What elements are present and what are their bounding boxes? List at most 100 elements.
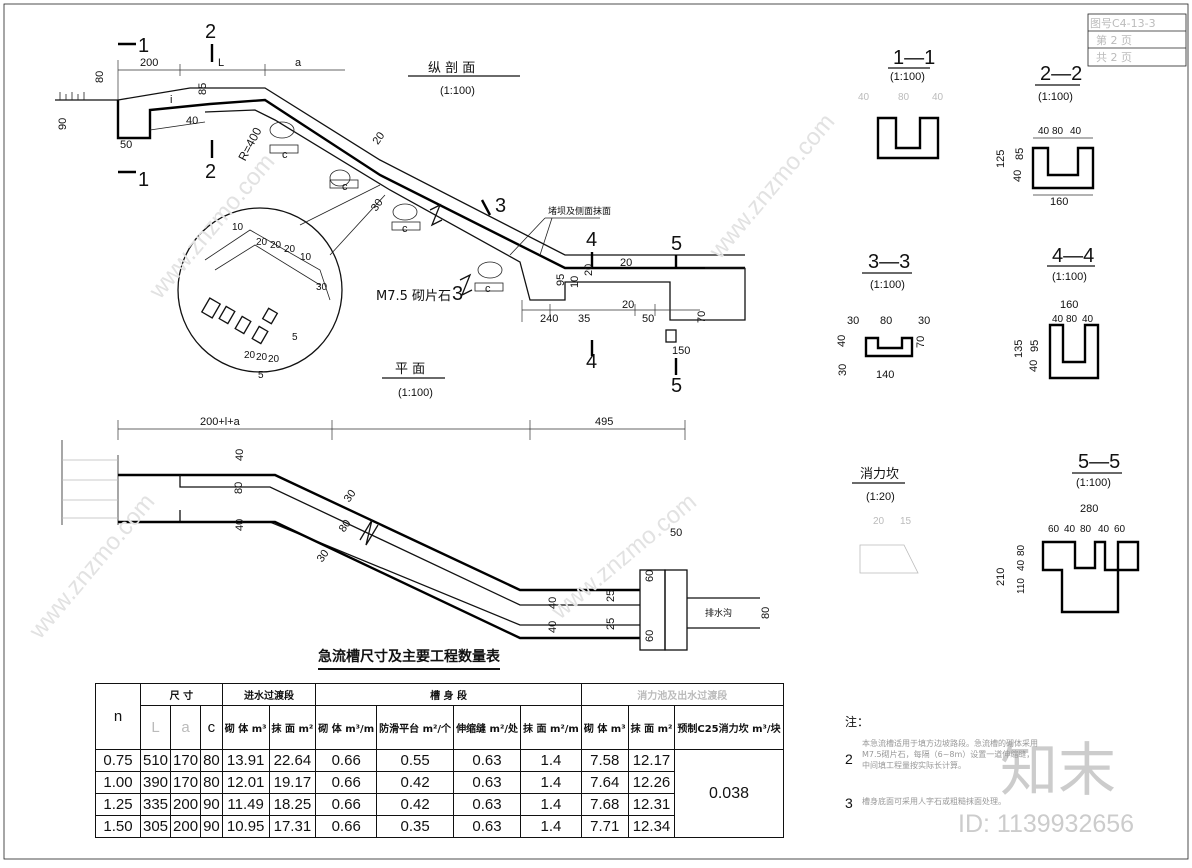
section-mark-5: 5 [671,233,682,255]
svg-text:20: 20 [244,350,256,361]
sheet-number: 第 2 页 [1096,33,1132,47]
svg-text:4: 4 [586,351,597,373]
energy-dissipator-detail: 消力坎 (1:20) 20 15 [852,467,919,574]
svg-text:30: 30 [369,197,386,214]
svg-text:30: 30 [316,282,328,293]
svg-text:c: c [282,149,288,161]
sheet-border [3,3,1189,860]
svg-text:70: 70 [696,311,708,323]
section-mark-1: 1 [138,35,149,57]
watermark-id: ID: 1139932656 [958,810,1134,838]
merged-value: 0.038 [674,749,784,838]
svg-text:www.znzmo.com: www.znzmo.com [703,109,840,265]
svg-text:40: 40 [1012,170,1024,182]
svg-text:40: 40 [1064,524,1076,535]
svg-text:注：: 注： [845,714,869,729]
profile-title: 纵 剖 面 [428,61,475,76]
svg-text:60: 60 [644,570,656,582]
svg-text:c: c [342,181,348,193]
svg-text:消力坎: 消力坎 [860,467,899,482]
svg-text:50: 50 [642,313,654,325]
svg-text:(1:100): (1:100) [870,279,905,291]
svg-text:2—2: 2—2 [1040,63,1082,85]
svg-text:80: 80 [898,92,910,103]
svg-text:80: 80 [880,315,892,327]
svg-text:5—5: 5—5 [1078,451,1120,473]
svg-text:3: 3 [845,795,853,811]
svg-text:c: c [485,283,491,295]
table-title: 急流槽尺寸及主要工程数量表 [318,646,500,670]
section-mark-3: 3 [495,195,506,217]
svg-text:40: 40 [1098,524,1110,535]
section-mark-2: 2 [205,21,216,43]
section-1-1: 1—1 (1:100) 40 80 40 [858,47,944,160]
svg-text:95: 95 [1029,340,1041,352]
title-block: 图号C4-13-3 第 2 页 共 2 页 [1087,13,1187,67]
svg-text:5: 5 [671,375,682,397]
svg-text:50: 50 [120,139,132,151]
svg-text:堵坝及侧面抹面: 堵坝及侧面抹面 [548,205,611,217]
svg-text:40: 40 [1038,126,1050,137]
svg-text:1—1: 1—1 [893,47,935,69]
section-3-3: 3—3 (1:100) 30 80 30 140 40 70 30 [836,251,930,381]
svg-text:135: 135 [1013,340,1025,358]
svg-text:110: 110 [1016,578,1027,594]
svg-text:40: 40 [932,92,944,103]
svg-text:5: 5 [258,370,264,381]
svg-text:150: 150 [672,345,690,357]
svg-text:20: 20 [284,244,296,255]
svg-text:40: 40 [1082,314,1094,325]
svg-text:5: 5 [292,332,298,343]
svg-text:(1:100): (1:100) [1076,477,1111,489]
mortar-label: M7.5 砌片石 [376,289,451,304]
svg-text:40: 40 [547,597,559,609]
plan-view: 平 面 (1:100) 200+l+a 495 排水沟 80 50 60 60 … [61,362,772,651]
svg-text:200: 200 [140,57,158,69]
svg-text:10: 10 [232,222,244,233]
svg-text:c: c [402,223,408,235]
svg-text:(1:20): (1:20) [866,491,895,503]
svg-text:40: 40 [836,335,848,347]
svg-text:40: 40 [186,115,198,127]
svg-text:50: 50 [670,527,682,539]
svg-text:20: 20 [622,299,634,311]
svg-text:80: 80 [760,607,772,619]
note-3-text: 槽身底面可采用人字石或粗糙抹面处理。 [862,797,1006,806]
svg-text:40: 40 [858,92,870,103]
svg-text:40: 40 [547,621,559,633]
svg-text:30: 30 [342,488,359,505]
svg-text:(1:100): (1:100) [890,71,925,83]
svg-text:160: 160 [1050,196,1068,208]
svg-text:80: 80 [1016,544,1027,556]
svg-text:95: 95 [555,274,567,286]
svg-text:40: 40 [234,519,246,531]
svg-text:15: 15 [900,516,912,527]
note-2-text: 本急流槽适用于填方边坡路段。急流槽的砌体采用M7.5砌片石，每隔（6~8m）设置… [862,739,1038,770]
svg-text:80: 80 [1066,314,1078,325]
svg-text:25: 25 [605,590,617,602]
svg-text:a: a [295,57,302,69]
svg-text:20: 20 [583,264,595,276]
svg-text:20: 20 [370,130,387,147]
svg-text:40: 40 [1028,360,1040,372]
svg-text:排水沟: 排水沟 [705,607,732,619]
svg-text:85: 85 [197,83,209,95]
svg-text:20: 20 [256,237,268,248]
section-4-4: 4—4 (1:100) 160 40 80 40 135 95 40 [1013,245,1100,380]
svg-text:80: 80 [233,482,245,494]
svg-text:10: 10 [300,252,312,263]
svg-text:10: 10 [569,276,581,288]
svg-text:140: 140 [876,369,894,381]
svg-text:35: 35 [578,313,590,325]
section-2-2: 2—2 (1:100) 40 80 40 160 125 85 40 [995,63,1095,208]
svg-text:2: 2 [205,161,216,183]
profile-scale: (1:100) [440,85,475,97]
svg-text:60: 60 [1048,524,1060,535]
svg-text:85: 85 [1014,148,1026,160]
